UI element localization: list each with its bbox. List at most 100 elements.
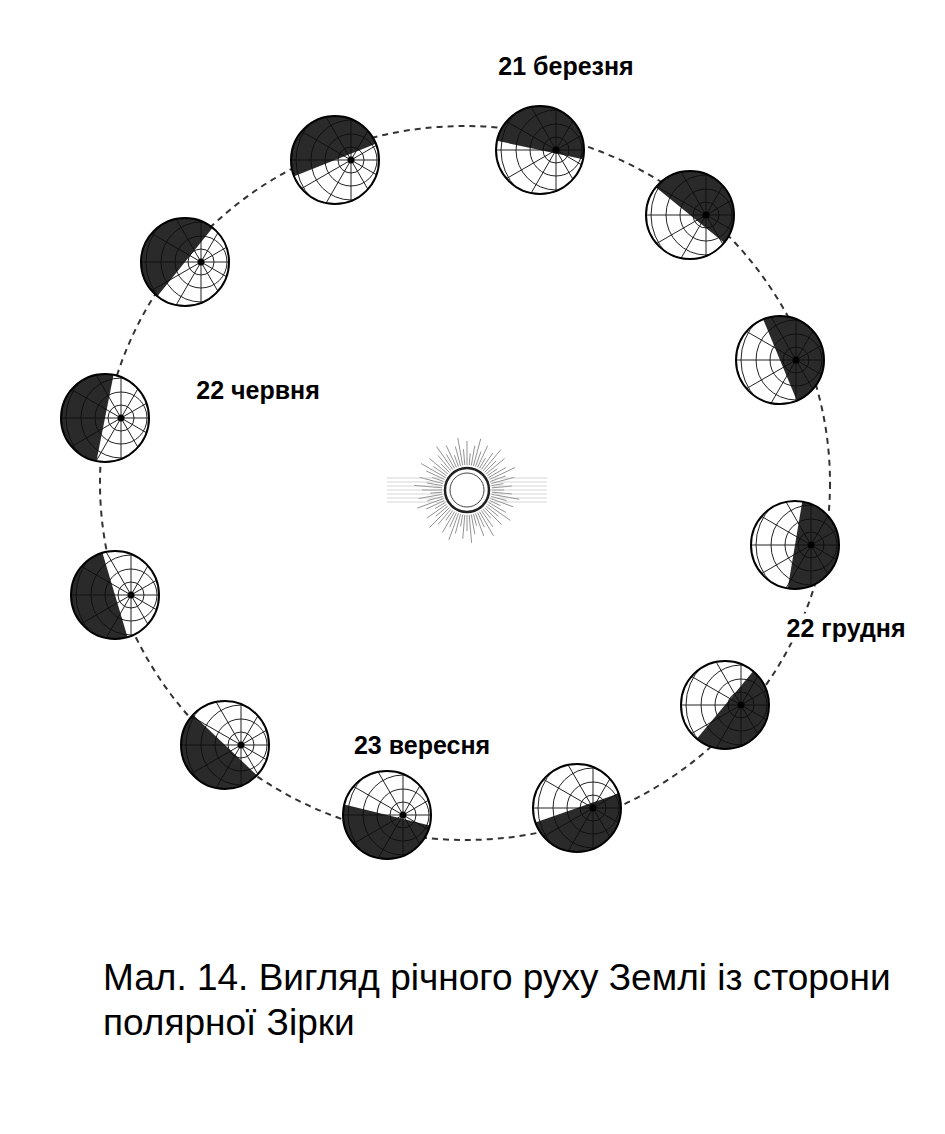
sun-ray (478, 513, 485, 528)
meridian-line (131, 545, 218, 595)
sun-ray (458, 438, 463, 466)
meridian-line (201, 162, 202, 262)
sun-ray (483, 449, 501, 470)
orbit-path (100, 126, 830, 840)
sun-ray (476, 513, 484, 536)
meridian-line (619, 215, 706, 265)
meridian-line (131, 595, 218, 645)
sun-ray (429, 459, 447, 474)
north-pole (238, 742, 245, 749)
north-pole (128, 592, 135, 599)
meridian-line (241, 645, 242, 745)
meridian-line (351, 160, 438, 210)
north-pole (738, 702, 745, 709)
globe-outline (181, 701, 269, 789)
meridian-line (121, 418, 208, 468)
date-label: 22 грудня (784, 614, 909, 643)
earth-globe (456, 50, 656, 250)
sun-ray (461, 515, 463, 527)
globe-outline (533, 764, 621, 852)
earth-globe (101, 162, 301, 362)
meridian-line (709, 360, 796, 410)
meridian-line (593, 708, 594, 808)
sun-ray (430, 492, 442, 493)
night-side (535, 794, 621, 852)
north-pole (118, 415, 125, 422)
sun-ray (492, 486, 512, 488)
sun-ray (480, 458, 486, 468)
earth-globe (696, 260, 896, 460)
meridian-line (469, 150, 556, 200)
sun-ray (473, 514, 476, 526)
sun-ray (421, 464, 445, 478)
meridian-line (506, 758, 593, 808)
globe-outline (343, 771, 431, 859)
sun-ray (487, 469, 497, 476)
globe-outline (291, 116, 379, 204)
sun-ray (492, 494, 520, 499)
sun-ray (492, 484, 504, 486)
meridian-line (131, 595, 132, 695)
sun-ray (441, 464, 449, 472)
sun-ray (469, 453, 470, 465)
sun-ray (463, 449, 464, 465)
globe-outline (71, 551, 159, 639)
globe-outline (496, 106, 584, 194)
night-side (61, 374, 114, 461)
sun-ray (492, 492, 512, 494)
night-side (343, 804, 430, 858)
meridian-line (654, 655, 741, 705)
earth-globe (251, 60, 451, 260)
meridian-line (121, 418, 122, 518)
north-pole (590, 805, 597, 812)
earth-globe (303, 715, 503, 915)
sun-ray (437, 447, 453, 470)
earth-globe (141, 645, 341, 845)
globe-outline (681, 661, 769, 749)
earth-globe (21, 318, 221, 518)
sun-ray (435, 503, 445, 509)
night-side (656, 171, 734, 243)
sun-ray (483, 509, 491, 518)
north-pole (198, 259, 205, 266)
night-side (71, 553, 128, 639)
meridian-line (316, 765, 403, 815)
earth-globe (493, 708, 693, 908)
meridian-line (201, 262, 301, 263)
earth-globe (711, 445, 911, 645)
sun-ray (476, 451, 481, 466)
meridian-line (403, 765, 490, 815)
sun-ray (427, 496, 442, 500)
sun-ray (485, 508, 502, 525)
sun-disc (445, 468, 489, 512)
north-pole (553, 147, 560, 154)
meridian-line (201, 262, 288, 312)
globe-outline (61, 374, 149, 462)
night-side (697, 671, 769, 749)
meridian-line (121, 418, 221, 419)
night-side (181, 715, 257, 789)
meridian-line (121, 318, 122, 418)
sun-ray (463, 515, 465, 539)
sun-ray (480, 512, 494, 536)
sun-ray (446, 510, 453, 520)
date-label: 22 червня (193, 376, 323, 405)
meridian-line (131, 495, 132, 595)
meridian-line (351, 160, 451, 161)
sun-ray (455, 514, 460, 533)
figure-caption: Мал. 14. Вигляд річного руху Землі із ст… (103, 955, 903, 1045)
sun-ray (427, 483, 443, 486)
globe-outline (646, 171, 734, 259)
meridian-line (201, 212, 288, 262)
north-pole (793, 357, 800, 364)
sun-ray (443, 512, 455, 533)
north-pole (348, 157, 355, 164)
earth-globe (606, 115, 806, 315)
north-pole (703, 212, 710, 219)
north-pole (400, 812, 407, 819)
date-label: 21 березня (495, 52, 636, 81)
sun-disc-inner (450, 473, 484, 507)
sun-ray (490, 468, 515, 480)
sun-ray (430, 508, 450, 528)
